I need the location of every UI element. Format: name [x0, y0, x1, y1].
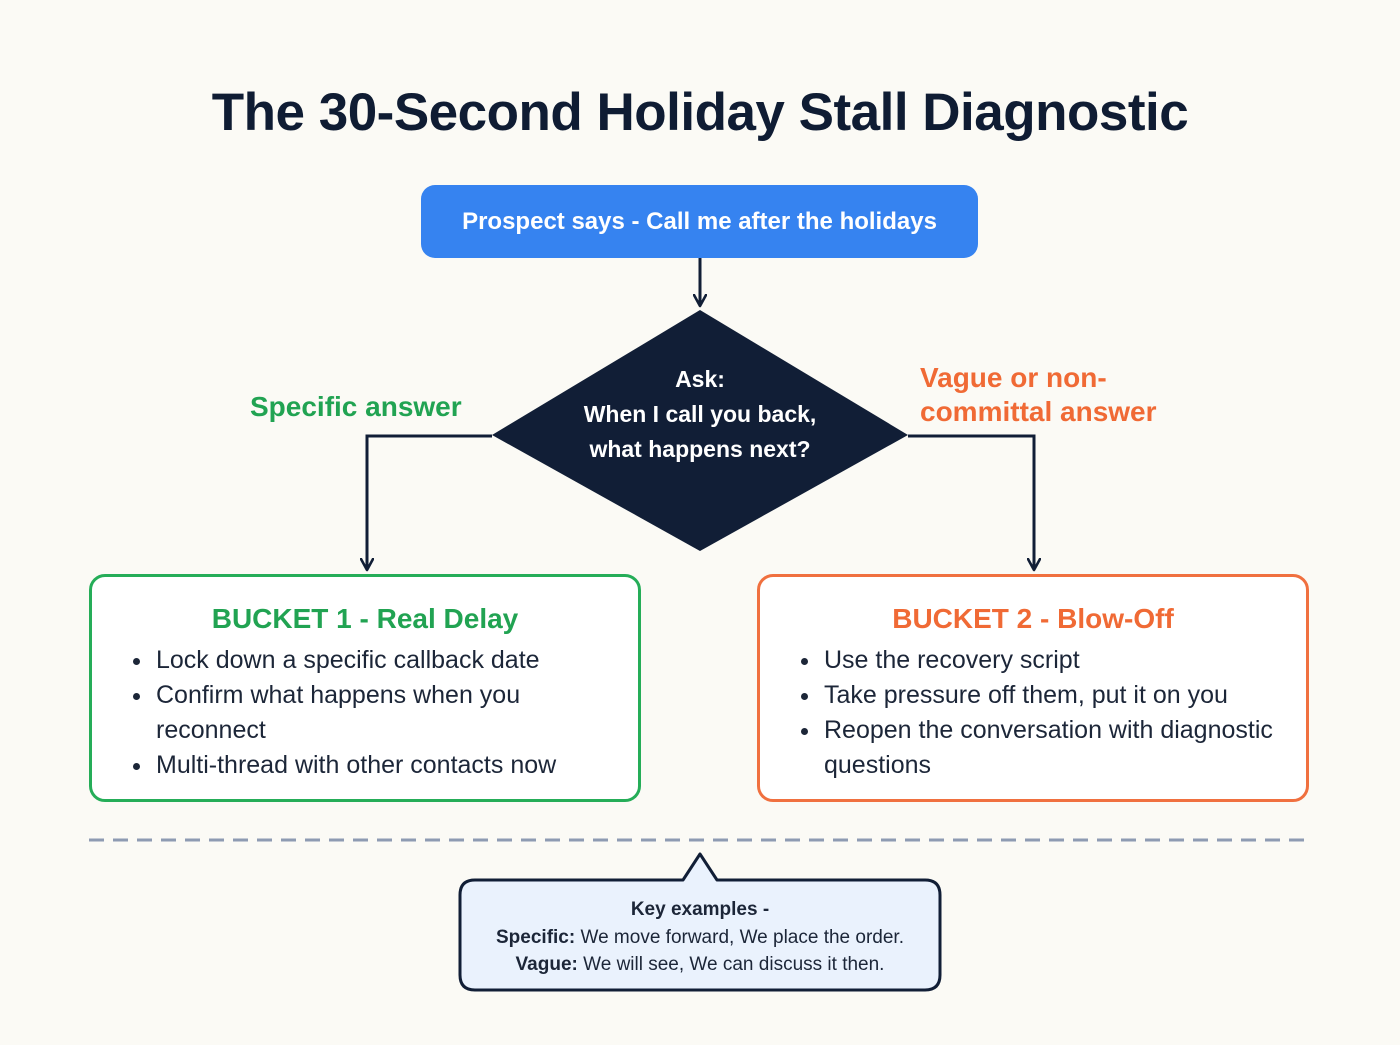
bucket-title: BUCKET 2 - Blow-Off: [892, 603, 1174, 634]
decision-question: When I call you back, what happens next?: [583, 401, 817, 462]
decision-diamond: [492, 310, 908, 551]
bucket-action-list: Use the recovery script Take pressure of…: [760, 643, 1306, 783]
decision-prompt: Ask:: [675, 366, 725, 392]
examples-callout-shape: [458, 852, 942, 992]
examples-callout: Key examples - Specific: We move forward…: [460, 896, 940, 979]
decision-node-text: Ask: When I call you back, what happens …: [580, 362, 820, 467]
bucket-title: BUCKET 1 - Real Delay: [211, 603, 519, 634]
arrow-to-bucket-1: [367, 434, 492, 570]
list-item: Confirm what happens when you reconnect: [154, 678, 618, 748]
list-item: Lock down a specific callback date: [154, 643, 618, 678]
start-node: Prospect says - Call me after the holida…: [421, 185, 978, 258]
vague-label: Vague:: [515, 954, 578, 975]
vague-examples: We will see, We can discuss it then.: [583, 954, 885, 975]
list-item: Reopen the conversation with diagnostic …: [822, 713, 1282, 783]
list-item: Take pressure off them, put it on you: [822, 678, 1282, 713]
diagram-title: The 30-Second Holiday Stall Diagnostic: [211, 83, 1189, 142]
specific-label: Specific:: [496, 926, 576, 948]
bucket-blow-off: BUCKET 2 - Blow-Off Use the recovery scr…: [757, 574, 1309, 802]
examples-heading: Key examples -: [630, 899, 770, 920]
specific-examples: We move forward, We place the order.: [580, 926, 904, 948]
start-label: Prospect says - Call me after the holida…: [462, 207, 937, 235]
list-item: Use the recovery script: [822, 643, 1282, 678]
bucket-action-list: Lock down a specific callback date Confi…: [92, 643, 638, 783]
branch-label-specific: Specific answer: [250, 391, 462, 422]
bucket-real-delay: BUCKET 1 - Real Delay Lock down a specif…: [89, 574, 641, 802]
branch-label-vague: Vague or non-committal answer: [920, 362, 1157, 427]
list-item: Multi-thread with other contacts now: [154, 748, 618, 783]
arrow-to-bucket-2: [908, 434, 1034, 570]
